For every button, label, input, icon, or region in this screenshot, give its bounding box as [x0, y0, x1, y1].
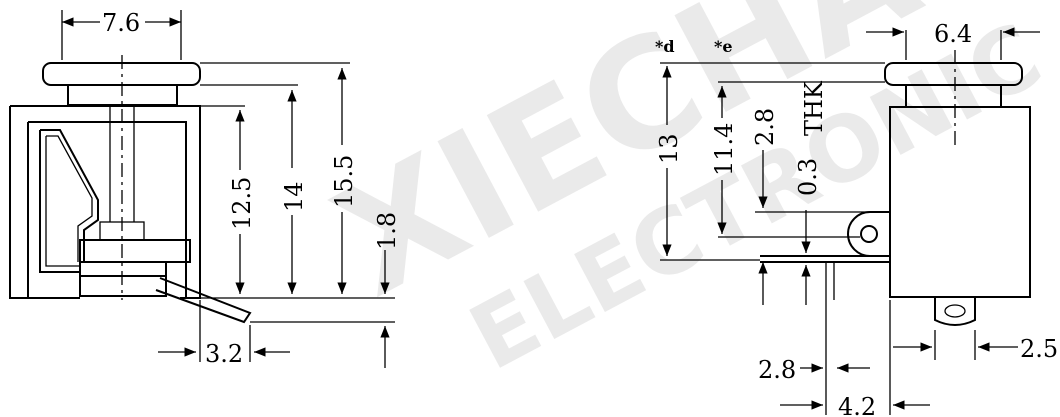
- label-d: *d: [655, 37, 675, 56]
- front-ext-mid: [660, 211, 870, 261]
- dim-thickness: 0.3: [794, 158, 822, 196]
- dim-tab-width: 3.2: [205, 340, 243, 368]
- dim-height-15-5: 15.5: [330, 155, 358, 208]
- front-body: [889, 106, 1031, 298]
- front-ext-bottom: [889, 300, 976, 415]
- spring-contact: [39, 129, 99, 273]
- dim-width-top: 7.6: [102, 9, 140, 37]
- front-tab-leg: [825, 262, 835, 415]
- dim-pin-width: 2.5: [1020, 335, 1058, 363]
- dim-width-6-4: 6.4: [934, 20, 972, 48]
- front-solder-strip: [760, 255, 890, 263]
- side-stem: [109, 105, 135, 222]
- front-tab-ear: [847, 211, 890, 257]
- front-pin: [934, 297, 976, 326]
- label-e: *e: [714, 37, 733, 56]
- side-ext-lines: [186, 62, 395, 323]
- side-plate: [79, 239, 191, 263]
- ext-6-4: [905, 30, 1002, 60]
- side-view: 7.6 12.5 14 15.5 1.8 3.2: [9, 9, 401, 368]
- spring-contact-inner: [45, 135, 93, 267]
- front-tab-hole: [860, 225, 878, 243]
- front-view: 6.4 *d 13 *e 11.4 2.8 0.3 THK 2.8 4.2 2.…: [655, 20, 1058, 417]
- front-pin-hole: [944, 304, 966, 318]
- dim-offset-1-8: 1.8: [373, 212, 401, 250]
- dim-thickness-unit: THK: [800, 80, 828, 136]
- ext-3-2: [199, 300, 251, 362]
- dim-height-14: 14: [280, 181, 308, 212]
- side-plate-lower: [79, 261, 167, 277]
- dim-height-11-4: 11.4: [710, 123, 738, 176]
- side-base: [79, 275, 167, 297]
- side-solder-tab: [155, 277, 252, 324]
- dim-height-13: 13: [655, 133, 683, 164]
- side-housing: [9, 105, 201, 299]
- front-ext-top: [660, 62, 885, 83]
- dim-tab-height: 2.8: [751, 108, 779, 146]
- dim-tab-offset: 4.2: [838, 393, 876, 417]
- dim-height-12-5: 12.5: [228, 177, 256, 230]
- dim-gap-2-8: 2.8: [758, 356, 796, 384]
